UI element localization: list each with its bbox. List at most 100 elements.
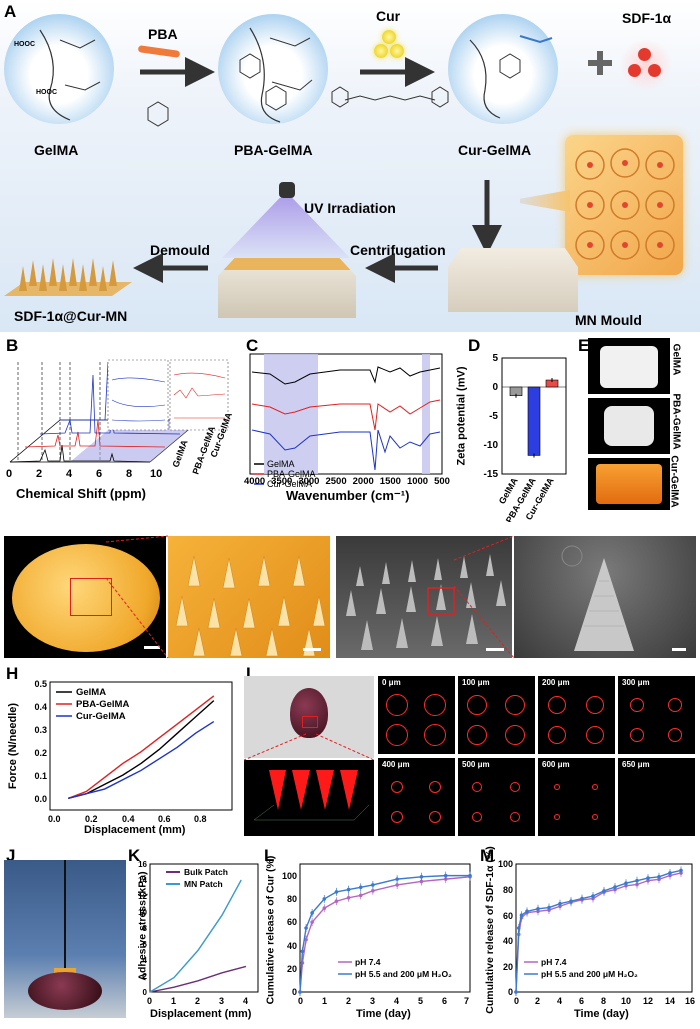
k-ytick: 10 [138,908,147,917]
uv-caption: UV Irradiation [304,200,396,216]
data-point [668,871,672,875]
ftir-plot: GelMA PBA-GelMA Cur-GelMA [249,353,443,489]
b-tick-0: 0 [6,468,12,480]
cur-icon [372,30,408,66]
d-ytick-0: 5 [492,353,498,364]
needle-cross-section [554,814,560,820]
h-legend-0: GelMA [76,687,106,698]
b-tick-2: 4 [66,468,73,480]
data-point [334,890,339,894]
panel-c-letter: C [246,336,259,355]
l-ytick: 0 [292,987,297,997]
needle-cross-section [472,812,482,822]
m-xtick: 4 [557,996,562,1006]
c-tick: 3000 [298,476,320,487]
panel-d-letter: D [468,336,481,355]
panel-k-letter: K [128,846,141,865]
h-ylabel: Force (N/needle) [7,702,20,790]
h-ytick: 0.5 [34,679,47,689]
c-legend-0: GelMA [267,459,295,469]
d-ytick-1: 0 [492,382,498,393]
h-xtick: 0.6 [158,814,171,824]
data-point [657,875,661,879]
needle-cross-section [424,694,446,716]
h-ytick: 0.3 [34,725,47,735]
cur-label: Cur [376,8,401,24]
i-photo-heart [244,676,374,758]
k-ytick: 6 [143,940,148,949]
sdf-release-plot: 0 2 4 6 8 10 12 14 16 0 20 40 60 80 100 … [498,859,695,1006]
l-ytick: 40 [287,941,297,951]
h-xlabel: Displacement (mm) [84,824,186,836]
k-ytick: 14 [138,876,147,885]
l-xtick: 5 [418,996,423,1006]
m-ytick: 0 [508,987,513,997]
l-xtick: 4 [394,996,399,1006]
m-xtick: 6 [579,996,584,1006]
l-xtick: 7 [464,996,469,1006]
m-ytick: 60 [503,911,513,921]
m-xtick: 12 [643,996,653,1006]
panel-h-letter: H [6,664,19,683]
needle-cross-section [592,814,598,820]
l-legend-0: pH 7.4 [355,957,381,967]
k-ytick: 8 [143,924,148,933]
confocal-slice: 200 μm [538,676,615,754]
d-ytick-3: -10 [484,440,499,451]
slice-depth-label: 400 μm [382,760,410,769]
needle-cross-section [510,782,520,792]
h-xtick: 0.8 [194,814,207,824]
slice-depth-label: 300 μm [622,678,650,687]
data-point [310,911,314,915]
chem-cooh-2: HOOC [36,89,57,96]
panel-e-letter: E [578,336,590,355]
data-point [395,877,399,881]
k-xtick: 0 [147,996,152,1006]
series-line [67,695,215,800]
panel-j-letter: J [6,846,16,865]
k-xtick: 3 [219,996,224,1006]
needle-cross-section [505,695,525,715]
slice-depth-label: 500 μm [462,760,490,769]
product-caption: SDF-1α@Cur-MN [14,308,128,324]
confocal-slice: 500 μm [458,758,535,836]
needle-cross-section [668,728,682,742]
l-xlabel: Time (day) [356,1008,411,1020]
needle-cross-section [586,696,604,714]
m-xtick: 10 [621,996,631,1006]
k-xtick: 2 [195,996,200,1006]
needle-cross-section [505,725,525,745]
demould-caption: Demould [150,242,210,258]
needle-cross-section [386,724,408,746]
centrifugation-caption: Centrifugation [350,242,446,258]
bar [527,386,541,456]
pba-gelma-caption: PBA-GelMA [234,142,313,158]
c-xticks: 4000 3500 3000 2500 2000 1500 1000 500 [244,476,450,487]
data-point [468,873,472,878]
data-point [419,875,424,879]
data-point [322,906,327,911]
g-sem-single [514,536,696,658]
panel-i-letter: I [246,664,251,683]
b-tick-1: 2 [36,468,42,480]
b-xlabel: Chemical Shift (ppm) [16,486,147,501]
slice-depth-label: 600 μm [542,760,570,769]
needle-cross-section [391,811,403,823]
needle-cross-section [424,724,446,746]
g-sem-array [336,536,512,658]
k-xtick: 1 [171,996,176,1006]
confocal-slice: 300 μm [618,676,695,754]
sdf-label: SDF-1α [622,10,672,26]
panel-a-letter: A [4,2,17,21]
c-tick: 2000 [352,476,374,487]
e-label-cur-gelma: Cur-GelMA [668,455,680,508]
data-point [602,889,606,893]
l-xtick: 1 [322,996,327,1006]
c-tick: 1000 [406,476,429,487]
data-point [419,879,424,884]
c-tick: 500 [434,476,450,487]
l-ylabel: Cumulative release of Cur (%) [264,855,277,1005]
confocal-slice: 600 μm [538,758,615,836]
data-point [569,899,573,903]
needle-cross-section [548,726,566,744]
